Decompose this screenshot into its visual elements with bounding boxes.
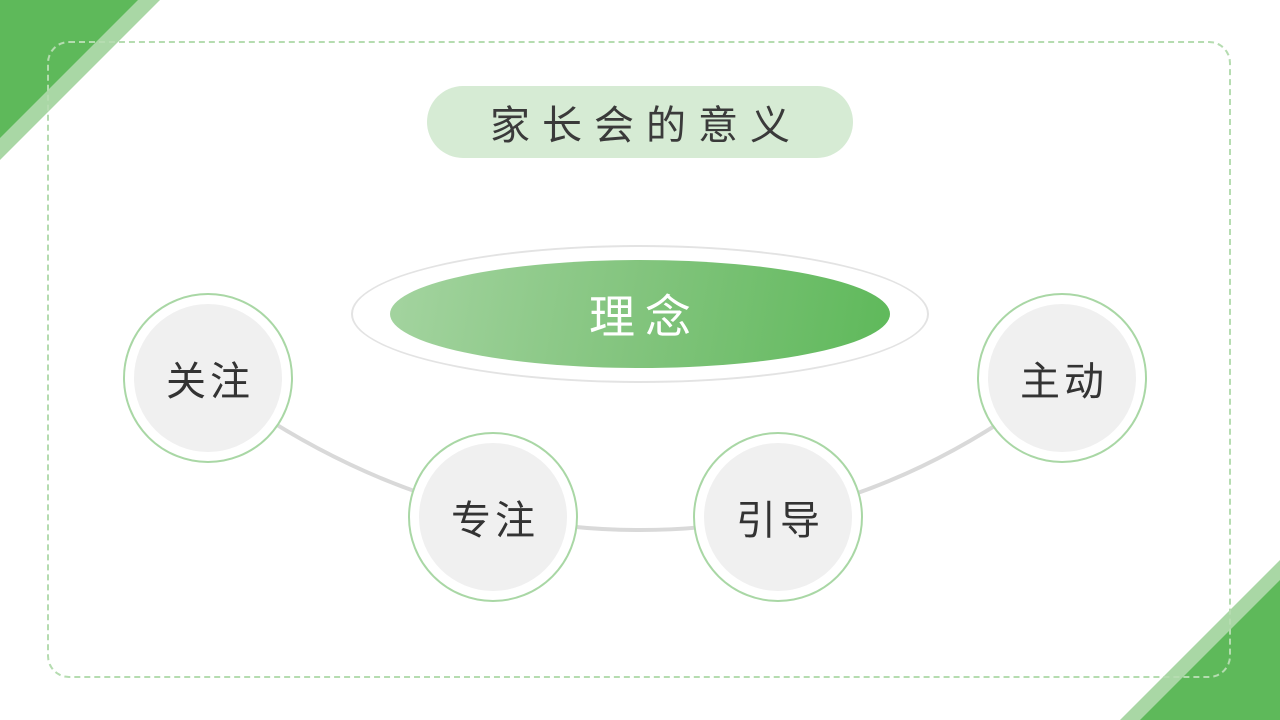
node-guanzhu: 关注 bbox=[123, 293, 293, 463]
node-zhudong: 主动 bbox=[977, 293, 1147, 463]
node-yindao: 引导 bbox=[693, 432, 863, 602]
center-ellipse: 理念 bbox=[390, 260, 890, 368]
content-frame bbox=[47, 41, 1231, 678]
node-label: 主动 bbox=[1020, 359, 1108, 405]
node-inner: 专注 bbox=[419, 443, 567, 591]
node-inner: 主动 bbox=[988, 304, 1136, 452]
node-label: 专注 bbox=[451, 498, 539, 544]
node-inner: 关注 bbox=[134, 304, 282, 452]
center-label: 理念 bbox=[589, 290, 701, 344]
node-label: 关注 bbox=[166, 359, 254, 405]
node-inner: 引导 bbox=[704, 443, 852, 591]
node-label: 引导 bbox=[736, 498, 824, 544]
connector-line bbox=[206, 376, 1064, 533]
title-pill: 家长会的意义 bbox=[427, 86, 853, 158]
node-zhuanzhu: 专注 bbox=[408, 432, 578, 602]
page-title: 家长会的意义 bbox=[490, 103, 802, 149]
